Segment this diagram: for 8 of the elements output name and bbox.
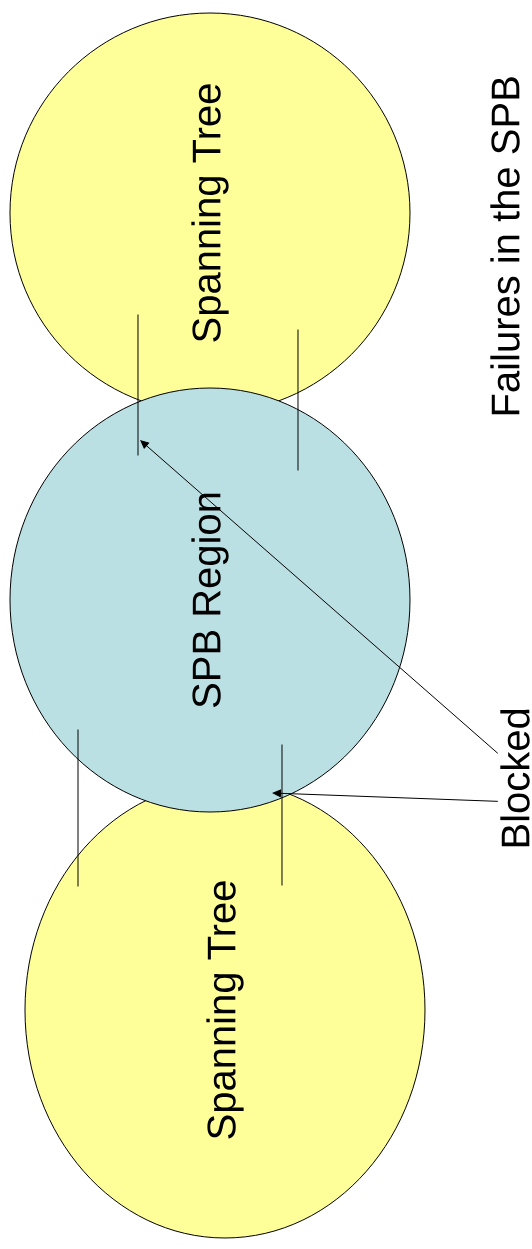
title: Failures in the SPB	[490, 77, 520, 415]
blocked-port-mark	[297, 329, 299, 471]
leader-line	[140, 440, 499, 754]
blocked-port-mark	[281, 744, 283, 886]
blocked-port-mark	[77, 729, 79, 887]
blocked-port-mark	[137, 314, 139, 456]
leader-line	[272, 789, 499, 802]
label-text: Blocked	[500, 709, 530, 847]
